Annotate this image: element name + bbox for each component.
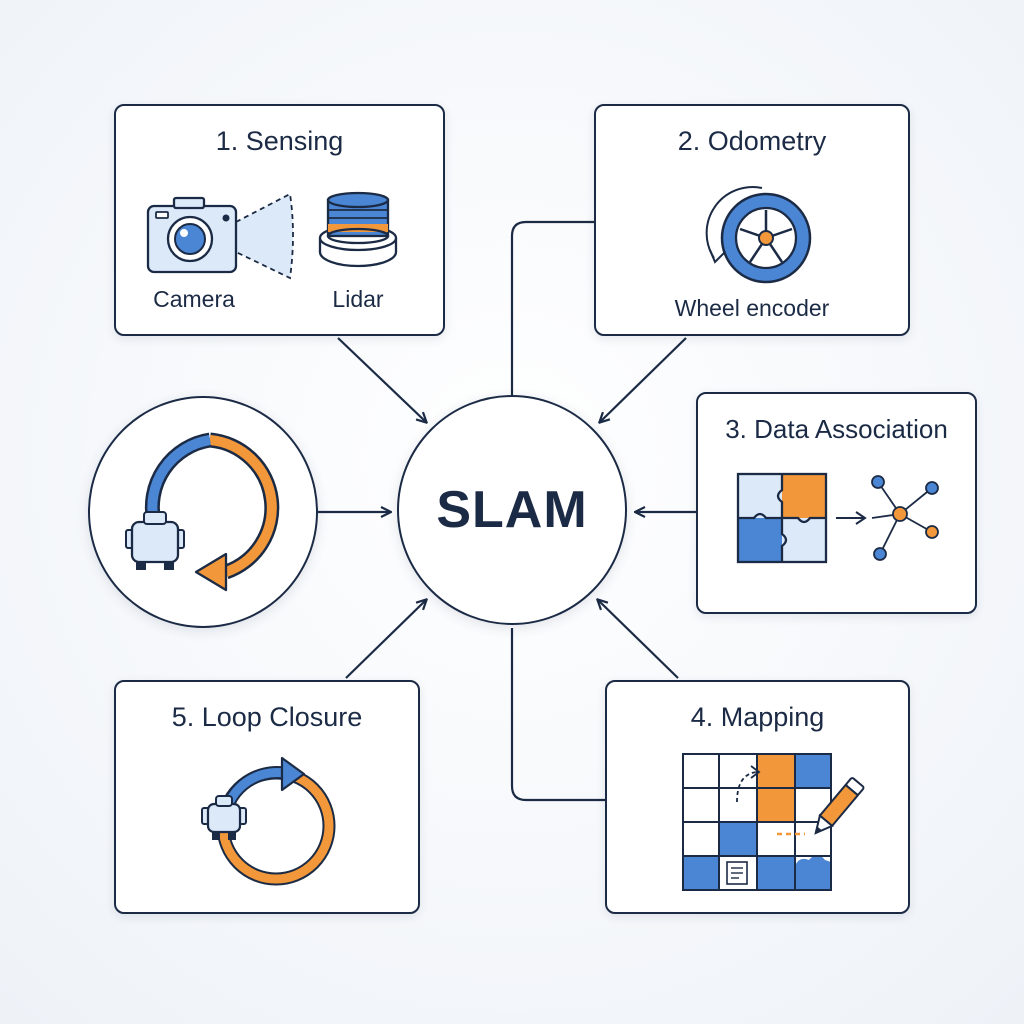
lidar-icon	[318, 191, 398, 268]
wheel-encoder-label: Wheel encoder	[674, 295, 830, 321]
odometry-box: 2. Odometry Wheel encoder	[594, 104, 910, 336]
arrow-mapping-to-slam	[598, 600, 679, 679]
robot-loop-circle	[88, 396, 318, 628]
data-association-box: 3. Data Association	[696, 392, 977, 614]
arrow-sensing-to-slam	[337, 337, 426, 422]
arrow-loop-to-slam	[345, 600, 426, 679]
puzzle-icon	[736, 472, 828, 564]
camera-label: Camera	[153, 286, 235, 312]
loop-closure-title: 5. Loop Closure	[171, 702, 363, 732]
graph-icon	[871, 475, 939, 561]
slam-hub	[397, 395, 627, 625]
loop-robot-icon	[201, 756, 336, 886]
robot-icon	[125, 511, 185, 570]
wheel-icon	[705, 186, 812, 284]
line-slam-to-mapping	[510, 628, 605, 802]
pencil-icon	[814, 777, 865, 835]
sensing-title: 1. Sensing	[215, 126, 344, 156]
mapping-box: 4. Mapping	[605, 680, 910, 914]
association-arrow-icon	[836, 511, 867, 525]
sensing-box: 1. Sensing Camera Lidar	[114, 104, 445, 336]
arrow-odometry-to-slam	[600, 337, 687, 422]
camera-icon	[146, 194, 294, 280]
slam-label: SLAM	[436, 481, 588, 539]
data-association-title: 3. Data Association	[725, 414, 948, 444]
loop-closure-box: 5. Loop Closure	[114, 680, 420, 914]
robot-icon	[201, 795, 247, 840]
odometry-title: 2. Odometry	[677, 126, 827, 156]
line-slam-to-odometry	[510, 220, 594, 395]
robot-loop-icon	[125, 432, 280, 592]
mapping-title: 4. Mapping	[690, 702, 825, 732]
lidar-label: Lidar	[332, 286, 384, 312]
